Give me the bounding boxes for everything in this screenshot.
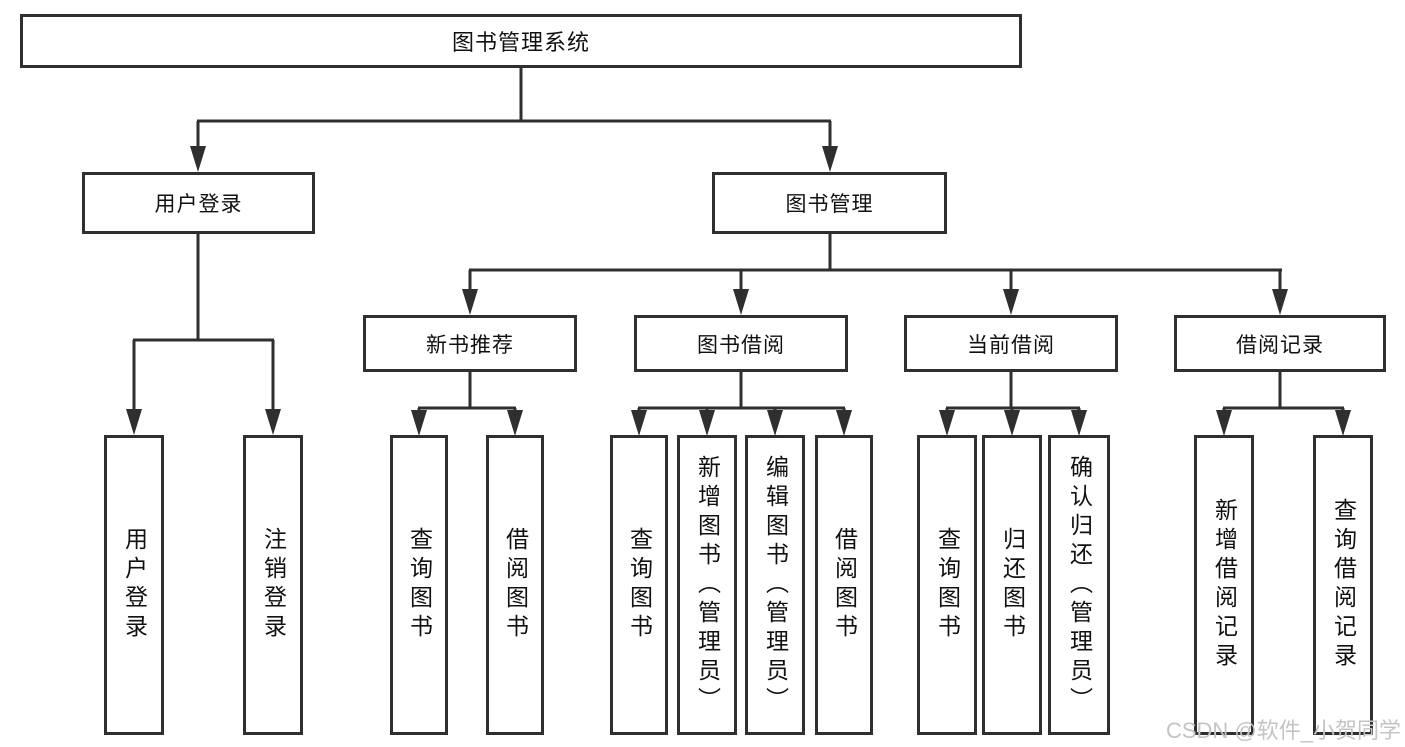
leaf-borrow-borrow-books: 借阅图书 — [815, 435, 873, 735]
leaf-label: 编辑图书（管理员） — [762, 454, 789, 716]
branch-book-management — [462, 234, 1288, 315]
leaf-newbook-query-books: 查询图书 — [390, 435, 448, 735]
branch-current-borrowing — [939, 372, 1087, 436]
node-book-management: 图书管理 — [712, 172, 947, 234]
leaf-user-login: 用户登录 — [104, 435, 164, 735]
node-label: 图书管理 — [785, 193, 874, 216]
leaf-label: 注销登录 — [260, 527, 287, 643]
leaf-current-confirm-return-admin: 确认归还（管理员） — [1048, 435, 1110, 735]
node-user-login: 用户登录 — [82, 172, 315, 234]
leaf-label: 查询图书 — [934, 527, 961, 643]
leaf-borrow-edit-books-admin: 编辑图书（管理员） — [745, 435, 805, 735]
leaf-label: 借阅图书 — [831, 527, 858, 643]
leaf-label: 查询图书 — [406, 527, 433, 643]
branch-book-borrowing — [631, 372, 852, 436]
node-label: 图书管理系统 — [451, 30, 590, 55]
leaf-current-query-books: 查询图书 — [917, 435, 977, 735]
node-label: 图书借阅 — [697, 333, 785, 357]
branch-root — [190, 68, 838, 172]
leaf-logout: 注销登录 — [243, 435, 303, 735]
leaf-borrow-add-books-admin: 新增图书（管理员） — [677, 435, 737, 735]
leaf-records-add-record: 新增借阅记录 — [1194, 435, 1254, 735]
branch-borrowing-records — [1216, 372, 1351, 436]
node-label: 当前借阅 — [967, 333, 1055, 357]
leaf-current-return-books: 归还图书 — [982, 435, 1042, 735]
node-book-borrowing: 图书借阅 — [634, 315, 848, 372]
leaf-label: 查询借阅记录 — [1330, 498, 1357, 672]
leaf-label: 新增借阅记录 — [1211, 498, 1238, 672]
leaf-label: 用户登录 — [121, 527, 148, 643]
node-label: 借阅记录 — [1236, 333, 1324, 357]
leaf-label: 归还图书 — [999, 527, 1026, 643]
csdn-watermark: CSDN @软件_小贺同学 — [1165, 718, 1401, 743]
leaf-label: 借阅图书 — [502, 527, 529, 643]
node-new-book-recommendation: 新书推荐 — [363, 315, 577, 372]
node-label: 新书推荐 — [426, 333, 514, 357]
branch-new-book-recommendation — [411, 372, 523, 436]
leaf-newbook-borrow-books: 借阅图书 — [486, 435, 544, 735]
leaf-label: 新增图书（管理员） — [694, 454, 721, 716]
node-label: 用户登录 — [154, 193, 243, 216]
branch-user-login — [126, 234, 281, 435]
node-borrowing-records: 借阅记录 — [1174, 315, 1386, 372]
leaf-label: 查询图书 — [626, 527, 653, 643]
node-root-system: 图书管理系统 — [20, 14, 1022, 68]
leaf-label: 确认归还（管理员） — [1066, 454, 1093, 716]
node-current-borrowing: 当前借阅 — [904, 315, 1118, 372]
leaf-borrow-query-books: 查询图书 — [610, 435, 668, 735]
leaf-records-query-record: 查询借阅记录 — [1313, 435, 1373, 735]
